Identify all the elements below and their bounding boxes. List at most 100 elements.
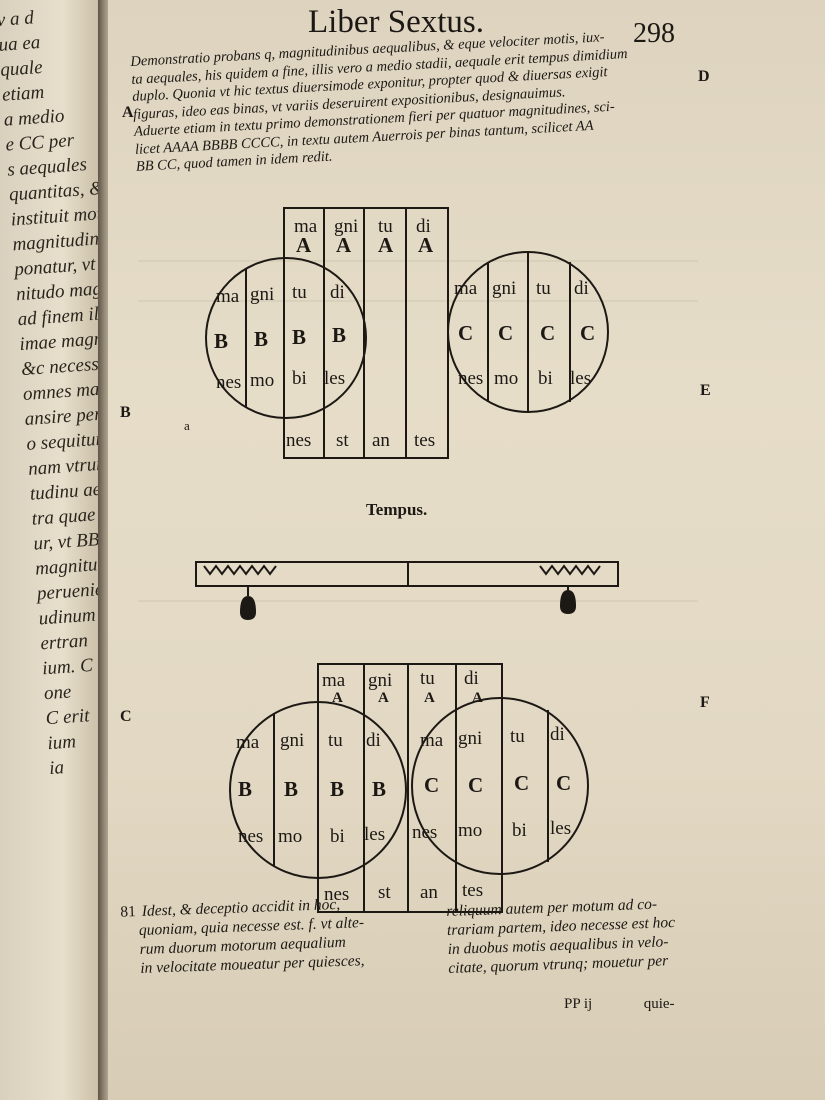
figure2-c-bottom: bi: [512, 820, 527, 841]
figure-svg: ma gni tu di A A A A nes st an tes ma gn…: [184, 207, 619, 913]
figure1-a-letter: A: [418, 233, 434, 257]
figure-2: [229, 663, 589, 913]
figure1-c-letter: C: [498, 321, 513, 345]
figure1-b-circle: [205, 257, 367, 419]
margin-letter-f: F: [700, 694, 710, 711]
figure1-c-letter: C: [540, 321, 555, 345]
figure1-c-bottom: bi: [538, 368, 553, 389]
margin-letter-d: D: [698, 68, 710, 85]
margin-letter-a: A: [122, 104, 134, 121]
figure1-b-bottom: nes: [216, 372, 241, 393]
figure1-a-letter: A: [378, 233, 394, 257]
figure1-b-letter: B: [332, 323, 346, 347]
figure1-c-syllable: tu: [536, 278, 551, 299]
figure1-c-bottom: nes: [458, 368, 483, 389]
margin-letter-e: E: [700, 382, 711, 399]
figure2-b-letter: B: [372, 777, 386, 801]
figure1-a-letter: A: [296, 233, 312, 257]
figure2-a-bottom: st: [378, 882, 391, 903]
figure2-a-bottom: tes: [462, 880, 483, 901]
figure1-b-letter: B: [254, 327, 268, 351]
figure2-b-circle: [229, 701, 407, 879]
figure1-b-letter: B: [214, 329, 228, 353]
figure-1: [205, 207, 609, 459]
figure1-a-syllable: ma: [294, 216, 318, 237]
figure1-b-bottom: bi: [292, 368, 307, 389]
figure2-a-syllable: di: [464, 668, 479, 689]
figure1-a-syllable: di: [416, 216, 431, 237]
figure2-c-letter: C: [424, 773, 439, 797]
figure1-a-syllable: gni: [334, 216, 358, 237]
signature-line: PP ij quie-: [564, 996, 675, 1013]
figure2-b-letter: B: [238, 777, 252, 801]
figure2-a-letter: A: [424, 690, 435, 706]
tempus-serration-left: [203, 564, 277, 576]
figure2-a-column-frame: [317, 663, 503, 913]
margin-letter-b: B: [120, 404, 131, 421]
figure2-a-letter: A: [378, 690, 389, 706]
figure2-a-syllable: tu: [420, 668, 435, 689]
figure1-c-letter: C: [458, 321, 473, 345]
figure2-c-syllable: ma: [420, 730, 444, 751]
figure2-b-bottom: mo: [278, 826, 302, 847]
tempus-bar: [195, 561, 619, 596]
running-title: Liber Sextus.: [308, 4, 484, 40]
figure2-a-bottom: nes: [324, 884, 349, 905]
figure2-a-syllable: ma: [322, 670, 346, 691]
figure1-b-syllable: tu: [292, 282, 307, 303]
figure2-c-syllable: gni: [458, 728, 482, 749]
figure2-c-bottom: nes: [412, 822, 437, 843]
margin-letter-c: C: [120, 708, 132, 725]
footnote-number: 81: [120, 903, 137, 921]
catchword: quie-: [643, 996, 675, 1012]
figure2-a-letter: A: [332, 690, 343, 706]
figure1-a-syllable: tu: [378, 216, 393, 237]
footnote-right-column: reliquum autem per motum ad co- trariam …: [446, 893, 718, 978]
figure1-b-syllable: gni: [250, 284, 274, 305]
tempus-weight-right: [560, 590, 576, 614]
figure2-c-bottom: les: [550, 818, 571, 839]
show-through: [138, 600, 698, 602]
figure2-b-syllable: tu: [328, 730, 343, 751]
figure1-mark: a: [184, 418, 190, 433]
figure1-b-syllable: ma: [216, 286, 240, 307]
figure1-b-syllable: di: [330, 282, 345, 303]
figure2-b-bottom: les: [364, 824, 385, 845]
figure2-b-syllable: gni: [280, 730, 304, 751]
show-through: [138, 300, 698, 302]
figure2-c-letter: C: [468, 773, 483, 797]
figure2-b-bottom: bi: [330, 826, 345, 847]
figure1-c-syllable: ma: [454, 278, 478, 299]
figure2-c-letter: C: [514, 771, 529, 795]
tempus-label: Tempus.: [366, 500, 428, 519]
figure1-a-bottom: nes: [286, 430, 311, 451]
figure1-c-letter: C: [580, 321, 595, 345]
figure1-c-bottom: les: [570, 368, 591, 389]
figure1-c-syllable: di: [574, 278, 589, 299]
tempus-weight-left: [240, 596, 256, 620]
figure1-c-syllable: gni: [492, 278, 516, 299]
figure1-a-bottom: an: [372, 430, 390, 451]
figure2-c-bottom: mo: [458, 820, 482, 841]
figure2-b-letter: B: [284, 777, 298, 801]
figure1-a-bottom: tes: [414, 430, 435, 451]
figure2-b-bottom: nes: [238, 826, 263, 847]
page-number: 298: [633, 18, 675, 49]
figure2-c-syllable: tu: [510, 726, 525, 747]
figure2-c-syllable: di: [550, 724, 565, 745]
figure2-a-syllable: gni: [368, 670, 392, 691]
signature-mark: PP ij: [564, 996, 593, 1012]
figure1-b-letter: B: [292, 325, 306, 349]
figure2-b-letter: B: [330, 777, 344, 801]
right-page: Liber Sextus. 298 A D B E C F Demonstrat…: [108, 0, 825, 1100]
figure1-a-letter: A: [336, 233, 352, 257]
figure2-a-bottom: an: [420, 882, 438, 903]
figure2-c-letter: C: [556, 771, 571, 795]
tempus-serration-right: [539, 564, 601, 576]
figure2-b-syllable: di: [366, 730, 381, 751]
show-through: [138, 260, 698, 262]
figure1-a-bottom: st: [336, 430, 349, 451]
figure2-c-circle: [411, 697, 589, 875]
figure2-b-syllable: ma: [236, 732, 260, 753]
